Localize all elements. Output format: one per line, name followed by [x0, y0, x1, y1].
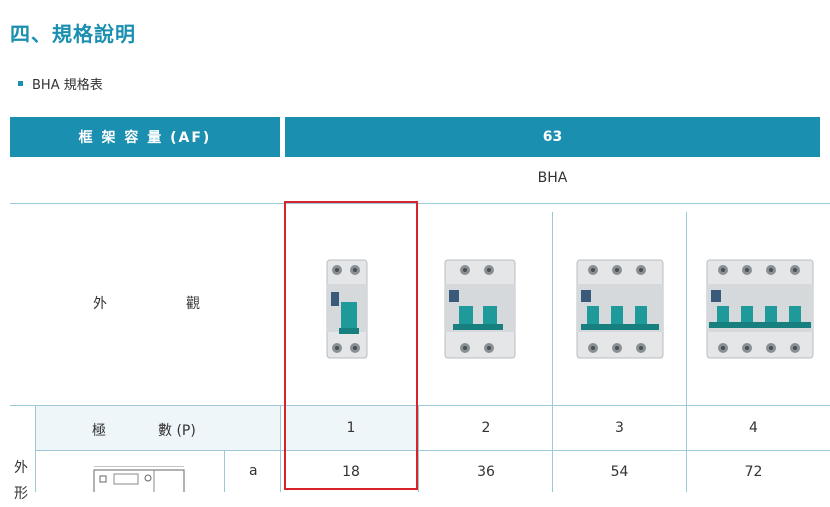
bullet-icon: [18, 81, 23, 86]
poles-cell-4: 4: [749, 420, 758, 436]
column-divider: [418, 406, 419, 492]
column-divider: [280, 406, 281, 492]
breaker-1p-image: [325, 258, 369, 360]
breaker-2p-image: [443, 258, 517, 360]
a-cell-1: 18: [342, 463, 360, 480]
a-cell-3: 54: [610, 463, 629, 480]
poles-cell-1: 1: [286, 406, 416, 450]
subheading-label: BHA 規格表: [32, 78, 103, 93]
breaker-4p-image: [705, 258, 815, 360]
poles-cell-3: 3: [615, 420, 624, 436]
model-name: BHA: [537, 170, 568, 186]
column-divider: [686, 212, 687, 405]
poles-cell-2: 2: [481, 420, 491, 436]
column-divider: [552, 406, 553, 492]
a-cell-2: 36: [477, 463, 495, 480]
highlight-frame: [284, 201, 418, 490]
divider: [10, 405, 830, 406]
appearance-label-2: 觀: [186, 296, 200, 312]
column-divider: [552, 212, 553, 405]
divider: [36, 450, 830, 451]
frame-capacity-header: 框 架 容 量 (AF): [10, 117, 280, 157]
poles-label-cell: [36, 406, 280, 450]
subheading: BHA 規格表: [18, 74, 103, 93]
a-cell-4: 72: [744, 463, 763, 480]
frame-capacity-value: 63: [285, 117, 820, 157]
divider: [10, 203, 830, 204]
breaker-3p-image: [575, 258, 665, 360]
poles-label-2: 數 (P): [158, 423, 196, 439]
poles-label-1: 極: [92, 423, 106, 439]
dimension-group-label: 外形: [14, 460, 28, 502]
page-title: 四、規格說明: [10, 22, 136, 46]
column-divider: [35, 406, 36, 492]
column-divider: [224, 450, 225, 492]
appearance-label-1: 外: [93, 296, 107, 312]
column-divider: [686, 406, 687, 492]
dimension-a-label: a: [249, 463, 258, 479]
